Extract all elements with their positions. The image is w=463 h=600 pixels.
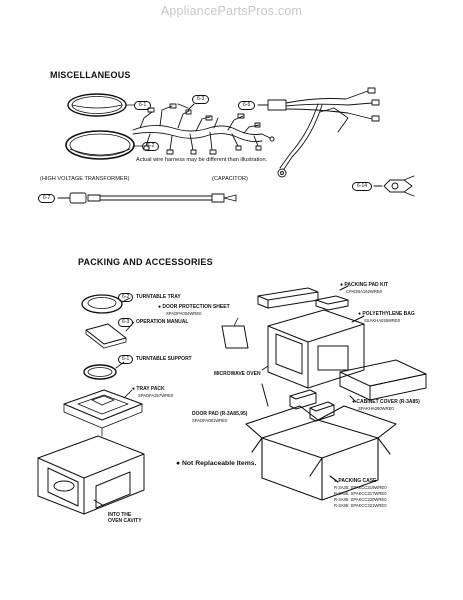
support-label: TURNTABLE SUPPORT xyxy=(136,356,192,362)
pad-kit-code: CPADBA162WRE0 xyxy=(346,289,382,294)
packing-case-line-3: R-3A85: SPAKCC320WRE0 xyxy=(334,497,387,502)
callout-6-2: 6-2 xyxy=(142,142,160,151)
wire-harness-drawing xyxy=(132,103,275,155)
cabinet-cover-code: SPAKHA080WRE0 xyxy=(358,406,394,411)
tray-pack-drawing xyxy=(63,389,143,437)
harness-note: Actual wire harness may be different tha… xyxy=(136,157,268,163)
packing-case-drawing xyxy=(245,405,397,501)
into-cavity-line-2: OVEN CAVITY xyxy=(108,518,142,524)
hv-transformer-label: (HIGH VOLTAGE TRANSFORMER) xyxy=(40,176,130,182)
capacitor-clip-drawing xyxy=(373,175,415,197)
turntable-tray-drawing xyxy=(65,130,135,160)
manual-label: OPERATION MANUAL xyxy=(136,319,189,325)
misc-heading: MISCELLANEOUS xyxy=(50,70,131,80)
turntable-tray-label: TURNTABLE TRAY xyxy=(136,294,181,300)
into-cavity-line-1: INTO THE xyxy=(108,512,132,518)
cabinet-cover-drawing xyxy=(339,359,427,403)
callout-6-1: 6-1 xyxy=(134,101,152,110)
door-sheet-label: ● DOOR PROTECTION SHEET xyxy=(158,304,230,310)
callout-6-3: 6-3 xyxy=(192,95,210,104)
poly-bag-label: ● POLYETHYLENE BAG xyxy=(358,311,415,317)
callout-6-6: 6-6 xyxy=(238,101,256,110)
microwave-bag-drawing xyxy=(267,309,365,389)
oven-cavity-drawing xyxy=(37,435,145,515)
pad-kit-label: ● PACKING PAD KIT xyxy=(340,282,389,288)
door-protection-sheet-drawing xyxy=(221,317,249,349)
callout-packing-6-1: 6-1 xyxy=(118,355,134,364)
packing-case-label: ● PACKING CASE xyxy=(334,478,377,484)
packing-case-line-1: R-3A35: SPAKCC319WRE0 xyxy=(334,485,387,490)
door-sheet-code: SPADPA004WRE0 xyxy=(166,311,202,316)
packing-turntable-support-drawing xyxy=(83,361,125,380)
turntable-support-ring-drawing xyxy=(67,93,127,117)
callout-packing-6-3: 6-3 xyxy=(118,318,134,327)
poly-bag-code: SSAKHA026WRE0 xyxy=(364,318,401,323)
capacitor-label: (CAPACITOR) xyxy=(212,176,248,182)
cabinet-cover-label: ● CABINET COVER (R-3A85) xyxy=(352,399,420,405)
callout-packing-6-2: 6-2 xyxy=(118,293,134,302)
packing-case-line-4: R-3A95: SPAKCC321WRE0 xyxy=(334,503,387,508)
door-pad-code: SPADFA081WRE0 xyxy=(192,418,228,423)
door-pad-drawing xyxy=(261,383,335,422)
not-replaceable-legend: ● Not Replaceable Items. xyxy=(176,460,257,467)
callout-6-7: 6-7 xyxy=(38,194,56,203)
tray-pack-label: ● TRAY PACK xyxy=(132,386,165,392)
packing-heading: PACKING AND ACCESSORIES xyxy=(78,257,213,267)
watermark-text: AppliancePartsPros.com xyxy=(160,4,303,18)
door-pad-label: DOOR PAD (R-3A85,95) xyxy=(192,411,248,417)
packing-case-line-2: R-3A65: SPAKCC317WRE0 xyxy=(334,491,387,496)
tray-pack-code: SPADFA257WRE0 xyxy=(138,393,174,398)
hv-transformer-lead-drawing xyxy=(57,192,237,204)
microwave-oven-label: MICROWAVE OVEN xyxy=(214,371,261,377)
callout-6-14: 6-14 xyxy=(352,182,373,191)
wire-lead-assembly-drawing xyxy=(257,87,380,178)
packing-pad-top-drawing xyxy=(257,285,349,311)
